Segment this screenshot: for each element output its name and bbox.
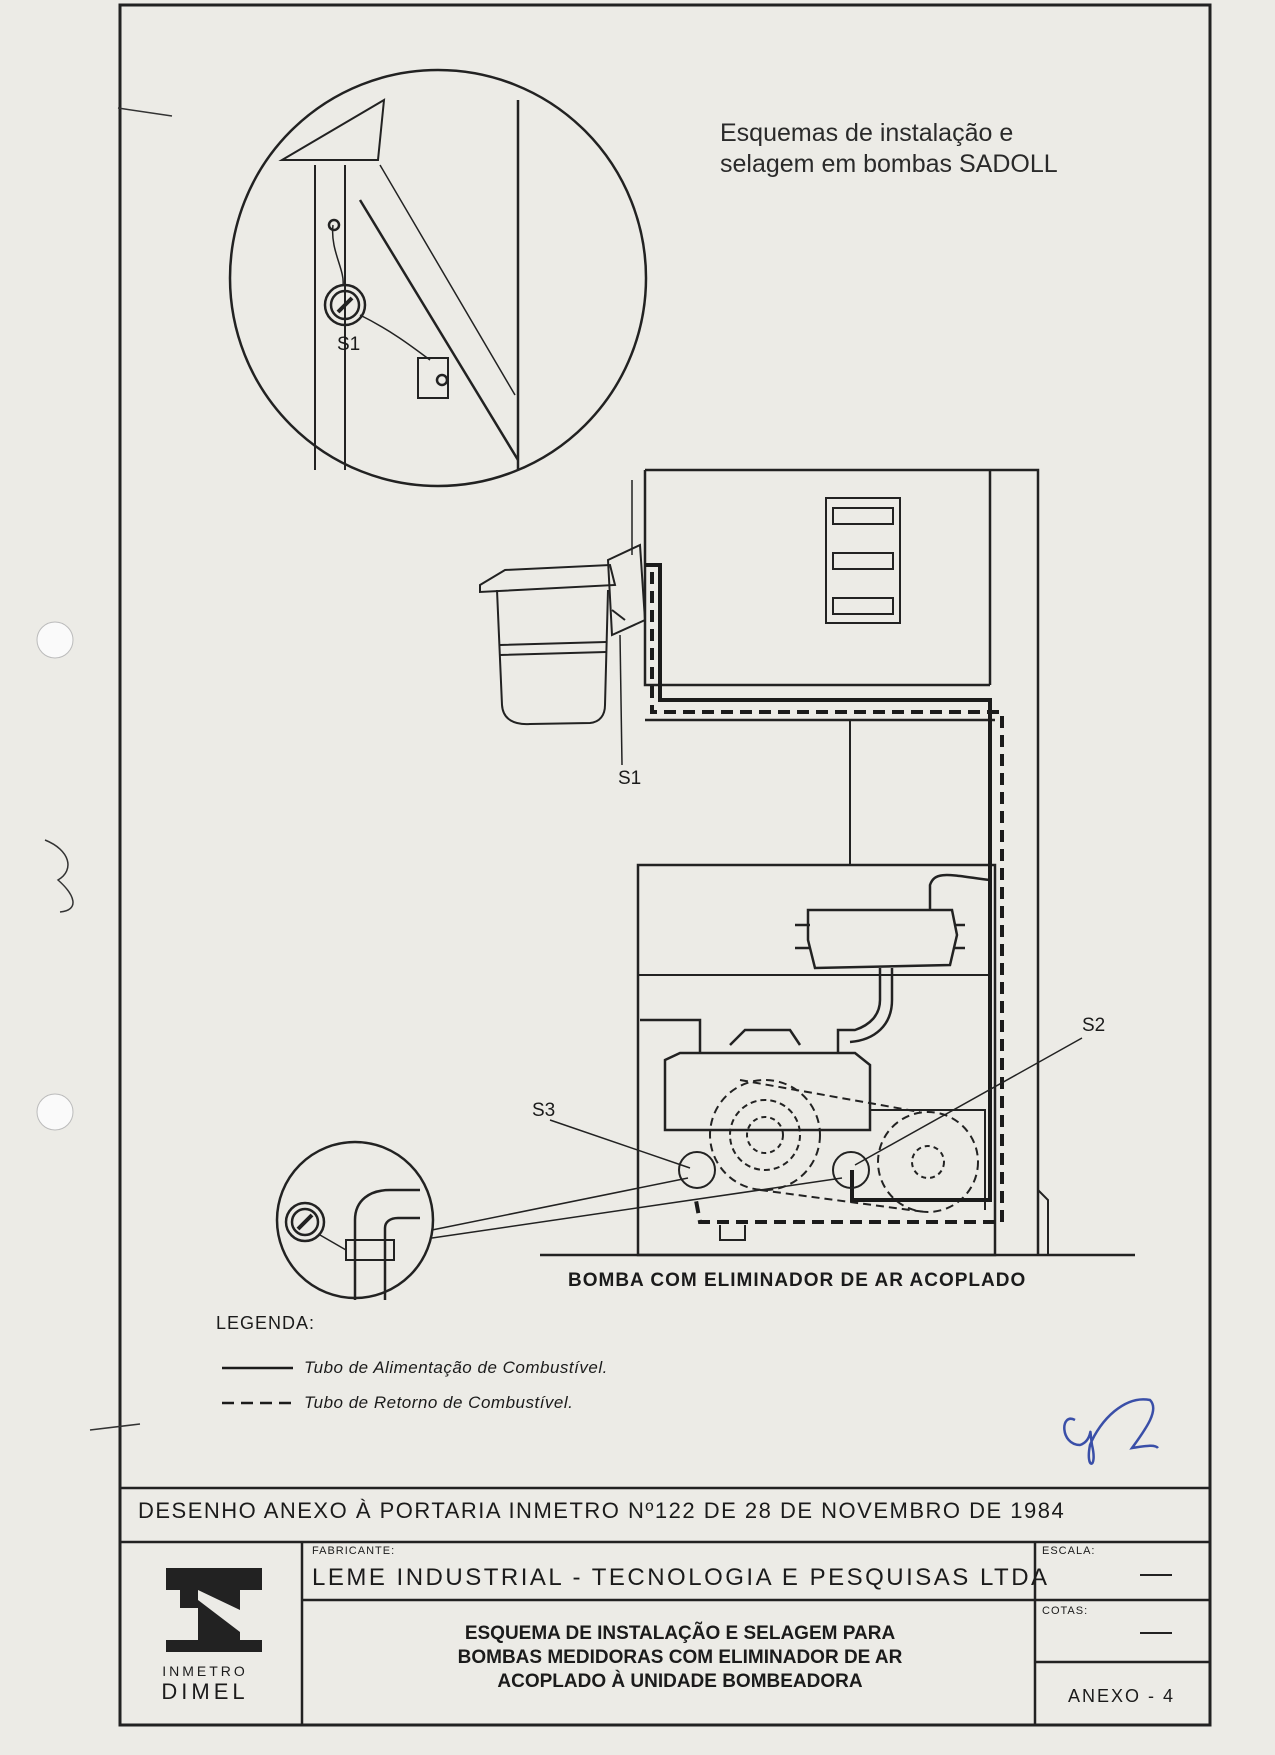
air-eliminator (795, 873, 991, 1052)
pump-unit (640, 1018, 986, 1241)
title-line2: selagem em bombas SADOLL (720, 150, 1058, 178)
margin-mark (44, 107, 173, 1431)
title-block (120, 1486, 1210, 1725)
description-line3: ACOPLADO À UNIDADE BOMBEADORA (497, 1671, 863, 1692)
seal-label-s3: S3 (532, 1100, 556, 1121)
nozzle-bucket (479, 543, 647, 766)
legend-solid-label: Tubo de Alimentação de Combustível. (304, 1358, 608, 1377)
seal-leaders (431, 1037, 1083, 1239)
drawing-description: ESQUEMA DE INSTALAÇÃO E SELAGEM PARA BOM… (380, 1622, 980, 1694)
cotas-label: COTAS: (1042, 1605, 1089, 1617)
logo-line2: DIMEL (161, 1679, 249, 1704)
seal-s3-marker (678, 1151, 716, 1189)
fabricante-name: LEME INDUSTRIAL - TECNOLOGIA E PESQUISAS… (312, 1564, 1050, 1591)
detail-circle-s3 (275, 1140, 435, 1300)
legend-dashed-label: Tubo de Retorno de Combustível. (304, 1393, 574, 1412)
title-line1: Esquemas de instalação e (720, 119, 1014, 147)
legend-heading: LEGENDA: (216, 1313, 316, 1333)
logo-line1: INMETRO (162, 1663, 248, 1679)
seal-label-s1: S1 (618, 768, 642, 789)
page-title: Esquemas de instalação e selagem em bomb… (720, 118, 1058, 180)
supply-line (645, 563, 992, 1202)
cotas-value: — (1141, 1620, 1161, 1643)
description-line1: ESQUEMA DE INSTALAÇÃO E SELAGEM PARA (464, 1623, 896, 1644)
detail-circle-s1 (228, 68, 648, 488)
binder-hole-top (36, 621, 74, 659)
seal-s2-marker (832, 1151, 870, 1189)
escala-value: — (1141, 1562, 1161, 1585)
annex-number: ANEXO - 4 (1068, 1686, 1176, 1706)
description-line2: BOMBAS MEDIDORAS COM ELIMINADOR DE AR (457, 1647, 903, 1668)
fabricante-label: FABRICANTE: (312, 1545, 396, 1557)
seal-label-s2: S2 (1082, 1015, 1106, 1036)
binder-hole-bottom (36, 1093, 74, 1131)
pump-cabinet (540, 468, 1135, 1257)
signature (1063, 1398, 1159, 1465)
diagram-caption: BOMBA COM ELIMINADOR DE AR ACOPLADO (568, 1270, 1027, 1291)
return-line (650, 572, 1004, 1224)
sheet-border (118, 3, 1212, 1727)
inmetro-logo-text: INMETRO DIMEL (150, 1662, 260, 1704)
decree-line: DESENHO ANEXO À PORTARIA INMETRO Nº122 D… (138, 1498, 1066, 1523)
seal-label-s1-detail: S1 (337, 334, 361, 355)
escala-label: ESCALA: (1042, 1545, 1096, 1557)
